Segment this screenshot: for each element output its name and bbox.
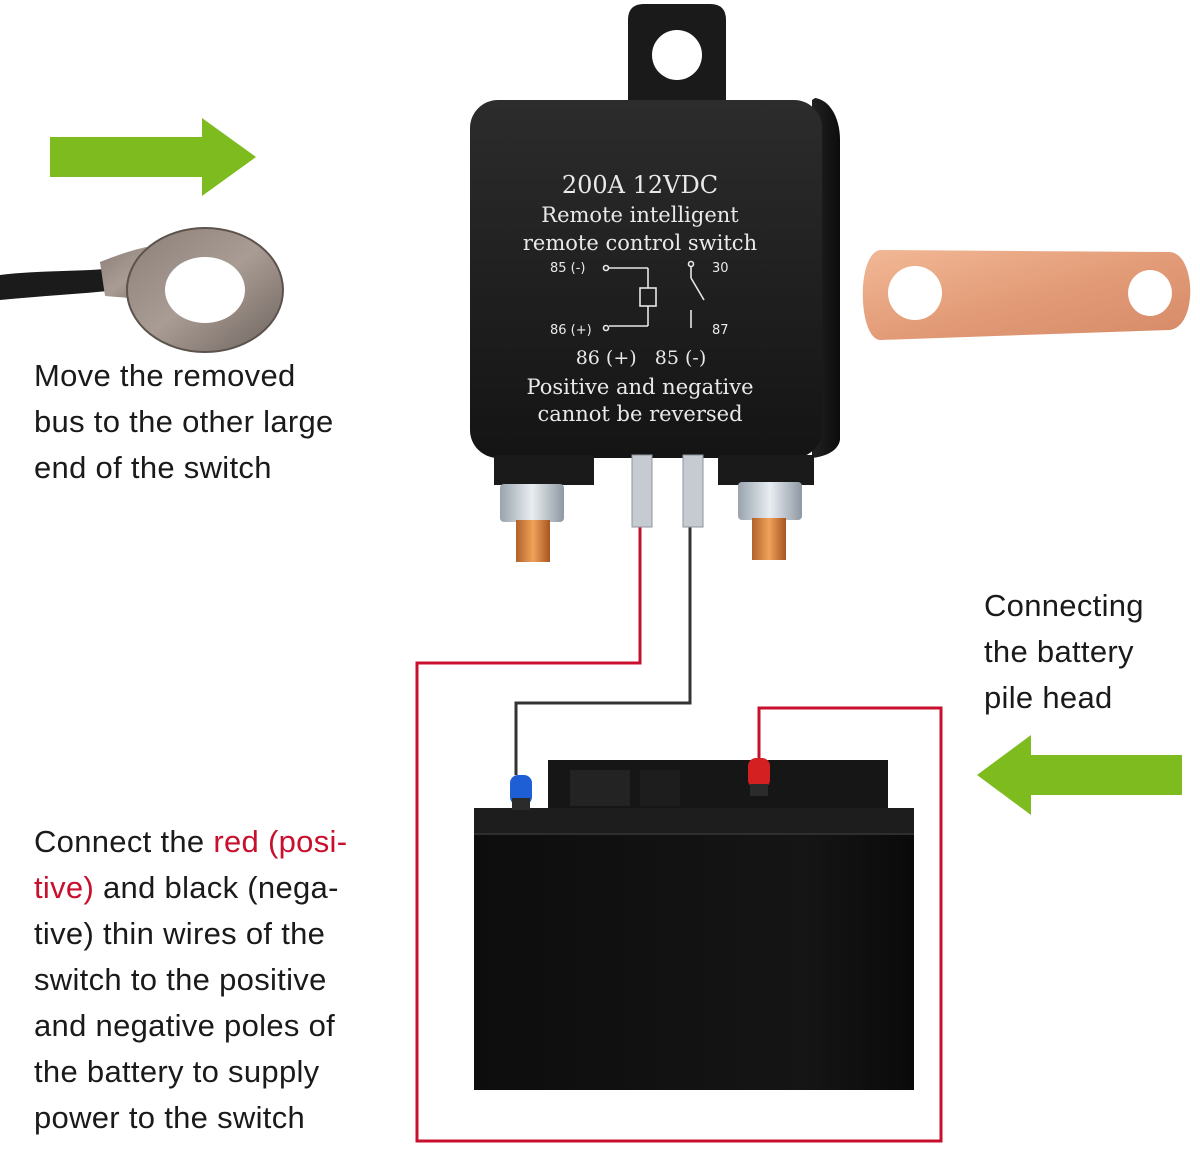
caption-line: tive) and black (nega- <box>34 865 347 911</box>
caption-line: Move the removed <box>34 358 296 393</box>
caption-line: the battery <box>984 634 1134 669</box>
pin-85-label: 85 (-) <box>550 261 586 276</box>
relay-warning1: Positive and negative <box>526 375 753 399</box>
caption-line: Connect the red (posi- <box>34 819 347 865</box>
ring-terminal <box>0 227 284 353</box>
caption-line: the battery to supply <box>34 1054 320 1089</box>
copper-bus-bar <box>862 250 1191 340</box>
relay-rating: 200A 12VDC <box>562 171 718 199</box>
relay-line1: Remote intelligent <box>541 203 739 227</box>
pin-30-label: 30 <box>712 261 729 276</box>
right-arrow-icon <box>50 118 256 196</box>
relay-switch: 200A 12VDC Remote intelligent remote con… <box>470 4 840 562</box>
black-wire <box>514 520 692 775</box>
relay-warning2: cannot be reversed <box>537 402 742 426</box>
caption-text: and black (nega- <box>94 870 339 905</box>
caption-line: and negative poles of <box>34 1008 336 1043</box>
caption-battery-pile: Connecting the battery pile head <box>984 583 1144 721</box>
positive-terminal <box>748 758 770 796</box>
relay-line2: remote control switch <box>523 231 757 255</box>
caption-line: end of the switch <box>34 450 272 485</box>
caption-red-text: tive) <box>34 870 95 905</box>
left-arrow-icon <box>977 735 1182 815</box>
caption-red-text: red (posi- <box>213 824 348 859</box>
relay-schematic-icon <box>602 260 705 332</box>
caption-line: power to the switch <box>34 1100 306 1135</box>
pin-86-label: 86 (+) <box>550 323 592 338</box>
caption-move-bus: Move the removed bus to the other large … <box>34 353 334 491</box>
caption-line: tive) thin wires of the <box>34 916 326 951</box>
pin-87-label: 87 <box>712 323 729 338</box>
caption-line: switch to the positive <box>34 962 327 997</box>
caption-line: Connecting <box>984 588 1144 623</box>
caption-line: pile head <box>984 680 1113 715</box>
battery <box>474 758 914 1090</box>
red-wire <box>415 520 943 1143</box>
negative-terminal <box>510 775 532 810</box>
caption-text: Connect the <box>34 824 214 859</box>
caption-line: bus to the other large <box>34 404 334 439</box>
relay-terminals: 86 (+) 85 (-) <box>576 347 707 369</box>
caption-connect-wires: Connect the red (posi- tive) and black (… <box>34 819 347 1141</box>
